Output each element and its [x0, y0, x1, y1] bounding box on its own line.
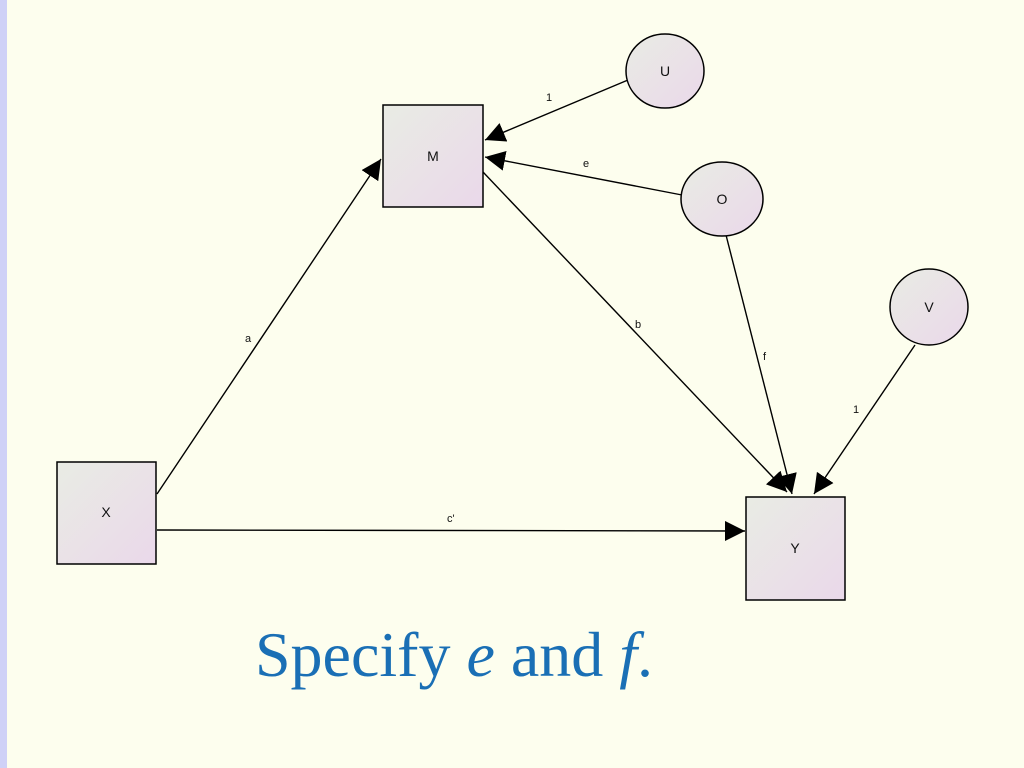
caption-part-1: Specify [254, 619, 467, 690]
node-y: Y [745, 496, 846, 601]
node-o: O [680, 161, 764, 237]
node-m: M [382, 104, 484, 208]
node-x-label: X [101, 504, 111, 520]
node-v: V [889, 268, 969, 346]
node-v-label: V [924, 299, 934, 315]
slide-caption: Specify e and f. [0, 618, 908, 692]
path-v-to-y-label: 1 [853, 404, 859, 416]
node-o-label: O [717, 191, 728, 207]
node-y-label: Y [790, 540, 800, 556]
caption-f: f [619, 619, 638, 690]
node-u: U [625, 33, 705, 109]
path-c-prime-arrow [156, 520, 746, 541]
path-f-arrow [725, 234, 797, 495]
path-b-label: b [635, 319, 641, 331]
path-a-arrow [156, 158, 382, 495]
path-b-arrow [482, 171, 788, 493]
left-edge-strip [0, 0, 7, 768]
path-e-label: e [583, 158, 589, 170]
node-u-label: U [660, 63, 670, 79]
path-v-to-y-arrow [813, 344, 916, 495]
path-u-to-m-arrow [484, 79, 629, 142]
path-u-to-m-label: 1 [546, 92, 552, 104]
path-a-label: a [245, 333, 252, 345]
node-x: X [56, 461, 157, 565]
path-c-prime-label: c' [447, 513, 455, 525]
node-m-label: M [427, 148, 439, 164]
caption-part-3: . [637, 619, 654, 690]
path-f-label: f [763, 351, 767, 363]
caption-e: e [466, 619, 495, 690]
caption-part-2: and [494, 619, 620, 690]
path-e-arrow [484, 150, 683, 196]
